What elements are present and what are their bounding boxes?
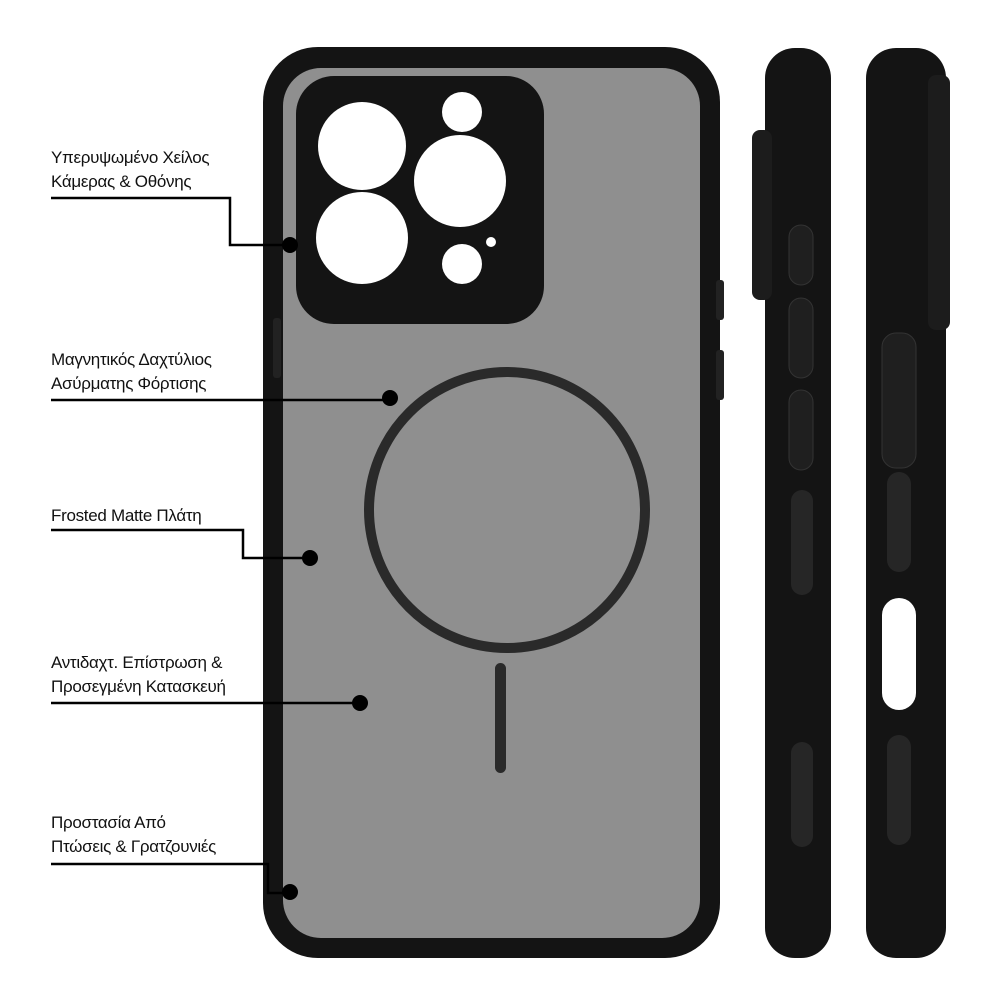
lanyard-hole — [882, 598, 916, 710]
callout-magnetic-ring: Μαγνητικός Δαχτύλιος Ασύρματης Φόρτισης — [51, 348, 212, 396]
callout-text: Μαγνητικός Δαχτύλιος — [51, 350, 212, 369]
callout-raised-lip: Υπερυψωμένο Χείλος Κάμερας & Οθόνης — [51, 146, 210, 194]
callout-text: Αντιδαχτ. Επίστρωση & — [51, 653, 223, 672]
camera-cutouts — [316, 92, 506, 284]
case-side-view-left — [752, 48, 831, 958]
callout-text: Πτώσεις & Γρατζουνιές — [51, 837, 217, 856]
callout-text: Frosted Matte Πλάτη — [51, 506, 202, 525]
case-side-view-right — [866, 48, 950, 958]
callout-drop-protection: Προστασία Από Πτώσεις & Γρατζουνιές — [51, 811, 216, 859]
callout-frosted-back: Frosted Matte Πλάτη — [51, 504, 202, 528]
callout-anti-fingerprint: Αντιδαχτ. Επίστρωση & Προσεγμένη Κατασκε… — [51, 651, 226, 699]
callout-text: Κάμερας & Οθόνης — [51, 172, 192, 191]
callout-text: Προστασία Από — [51, 813, 166, 832]
case-back-view — [263, 47, 724, 958]
callout-text: Προσεγμένη Κατασκευή — [51, 677, 226, 696]
magsafe-ring — [364, 367, 650, 653]
callout-text: Υπερυψωμένο Χείλος — [51, 148, 210, 167]
magsafe-alignment-line — [495, 663, 506, 773]
callout-lines — [51, 196, 388, 895]
callout-dots — [282, 237, 398, 900]
callout-text: Ασύρματης Φόρτισης — [51, 374, 207, 393]
